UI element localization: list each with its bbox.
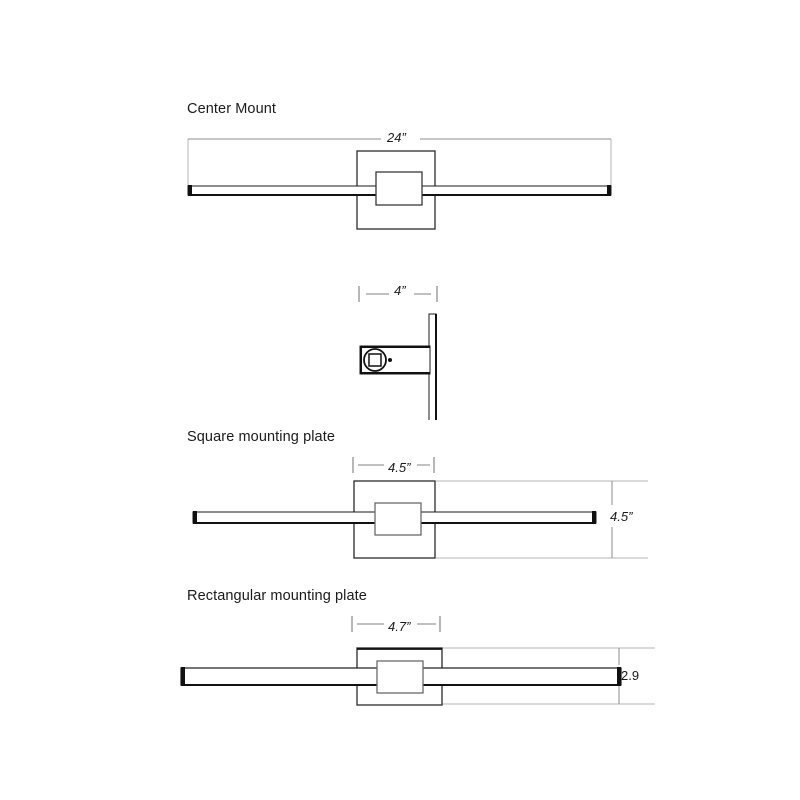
socket-square	[368, 353, 382, 367]
light-bar-endcap-right	[592, 511, 596, 524]
center-hub	[376, 660, 424, 694]
light-bar-endcap-right	[607, 185, 611, 196]
figure-square-plate-graphic	[192, 457, 648, 559]
figure-center-mount-graphic	[187, 138, 612, 230]
figure-side-profile-graphic	[358, 286, 438, 420]
light-bar-endcap-left	[193, 511, 197, 524]
dimension-label-plate-height-2p9: 2.9	[621, 668, 640, 683]
center-hub	[374, 502, 422, 536]
dimension-label-plate-height-4p5in: 4.5”	[610, 509, 633, 524]
light-bar-endcap-right	[617, 667, 621, 686]
dimension-label-plate-width-4p5in: 4.5”	[388, 460, 411, 475]
dimension-label-plate-width-4p7in: 4.7”	[388, 619, 411, 634]
dimension-label-4in: 4”	[394, 283, 406, 298]
center-hub	[375, 171, 423, 206]
figure-rectangular-plate-graphic	[180, 616, 655, 706]
figure-title-center-mount: Center Mount	[187, 101, 277, 117]
socket-set-screw-dot	[388, 358, 392, 362]
light-bar-endcap-left	[181, 667, 185, 686]
figure-title-rectangular-plate: Rectangular mounting plate	[187, 588, 367, 604]
light-bar-endcap-left	[188, 185, 192, 196]
dimension-label-24in: 24”	[387, 130, 406, 145]
figure-title-square-plate: Square mounting plate	[187, 429, 336, 445]
